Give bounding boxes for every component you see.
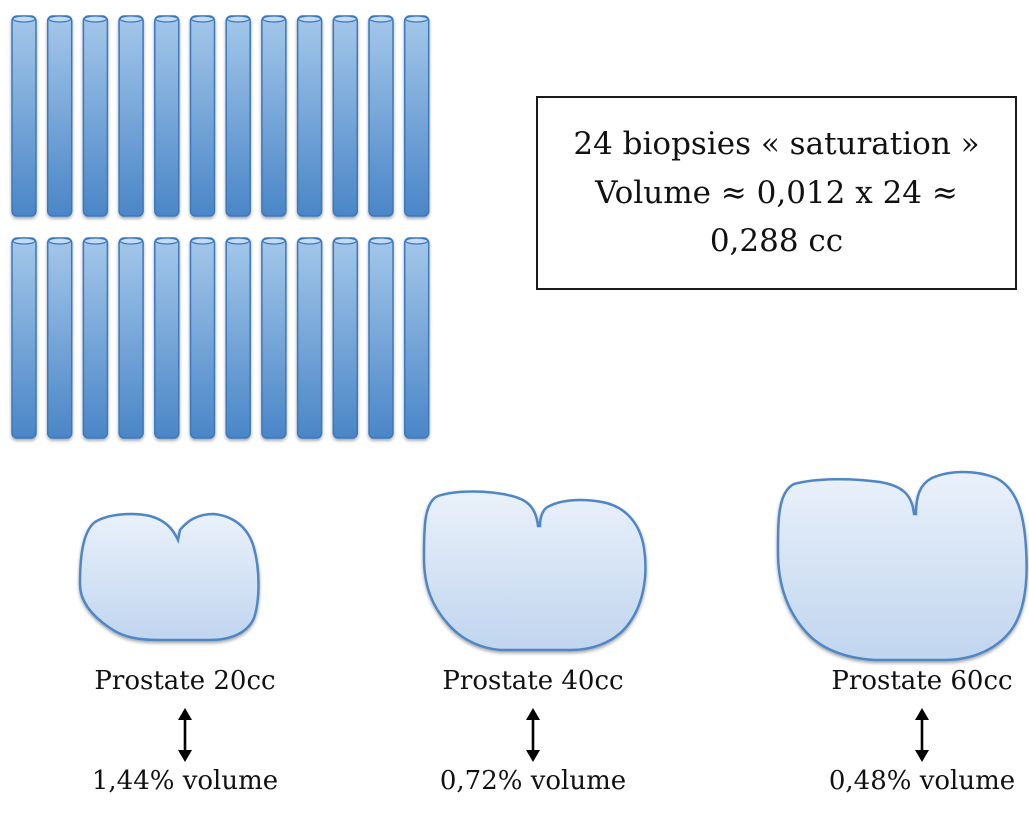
biopsy-core-cap [119,237,143,245]
biopsy-core-cap [12,15,36,23]
prostate-60cc-shape [776,470,1028,662]
biopsy-core-cap [83,237,108,245]
info-line-3: 0,288 cc [709,223,844,260]
biopsy-core-cap [226,15,250,23]
biopsy-core-cap [226,237,250,245]
biopsy-core [189,15,216,217]
biopsy-core-cap [298,15,322,23]
biopsy-core [403,237,430,439]
biopsy-core-cap [190,15,215,23]
biopsy-core [11,237,37,439]
biopsy-core [154,237,180,439]
biopsy-core [332,15,359,217]
biopsy-core [82,15,109,217]
biopsy-core [11,15,37,217]
biopsy-core [118,15,144,217]
prostate-40cc-shape [422,490,647,652]
prostate-40cc-label: Prostate 40cc [442,666,624,696]
biopsy-core-cap [190,237,215,245]
biopsy-core [46,237,73,439]
biopsy-core [332,237,359,439]
biopsy-core [118,237,144,439]
biopsy-core [261,237,287,439]
biopsy-core-cap [83,15,108,23]
biopsy-core [296,237,323,439]
biopsy-core-cap [119,15,143,23]
biopsy-core [296,15,323,217]
biopsy-core-cap [262,237,286,245]
biopsy-core-cap [333,15,357,23]
arrow-icon-20cc [178,708,192,762]
prostate-20cc-shape [78,512,260,642]
biopsy-core [46,15,73,217]
prostate-20cc-label: Prostate 20cc [94,666,276,696]
prostate-60cc-label: Prostate 60cc [831,666,1013,696]
biopsy-core-cap [155,15,179,23]
arrow-icon-40cc [526,708,540,762]
biopsy-core [368,237,394,439]
info-line-2: Volume ≈ 0,012 x 24 ≈ [595,174,958,211]
biopsy-core [261,15,287,217]
biopsy-core [82,237,109,439]
biopsy-core [154,15,180,217]
biopsy-core-cap [48,237,72,245]
biopsy-core-cap [48,15,72,23]
biopsy-core-cap [405,237,429,245]
biopsy-core [368,15,394,217]
prostate-60cc-percent: 0,48% volume [828,766,1016,796]
info-line-1: 24 biopsies « saturation » [573,125,980,162]
prostate-20cc-percent: 1,44% volume [91,766,279,796]
arrow-icon-60cc [915,708,929,762]
prostate-40cc-percent: 0,72% volume [439,766,627,796]
biopsy-core [403,15,430,217]
biopsy-core [225,15,251,217]
biopsy-core-cap [369,15,393,23]
saturation-info-box: 24 biopsies « saturation » Volume ≈ 0,01… [536,96,1017,290]
biopsy-core [189,237,216,439]
biopsy-core-cap [298,237,322,245]
biopsy-cores-group [11,15,430,439]
biopsy-core-cap [155,237,179,245]
biopsy-core-cap [333,237,357,245]
biopsy-core-cap [12,237,36,245]
biopsy-core-cap [369,237,393,245]
biopsy-core-cap [405,15,429,23]
biopsy-core-cap [262,15,286,23]
biopsy-core [225,237,251,439]
